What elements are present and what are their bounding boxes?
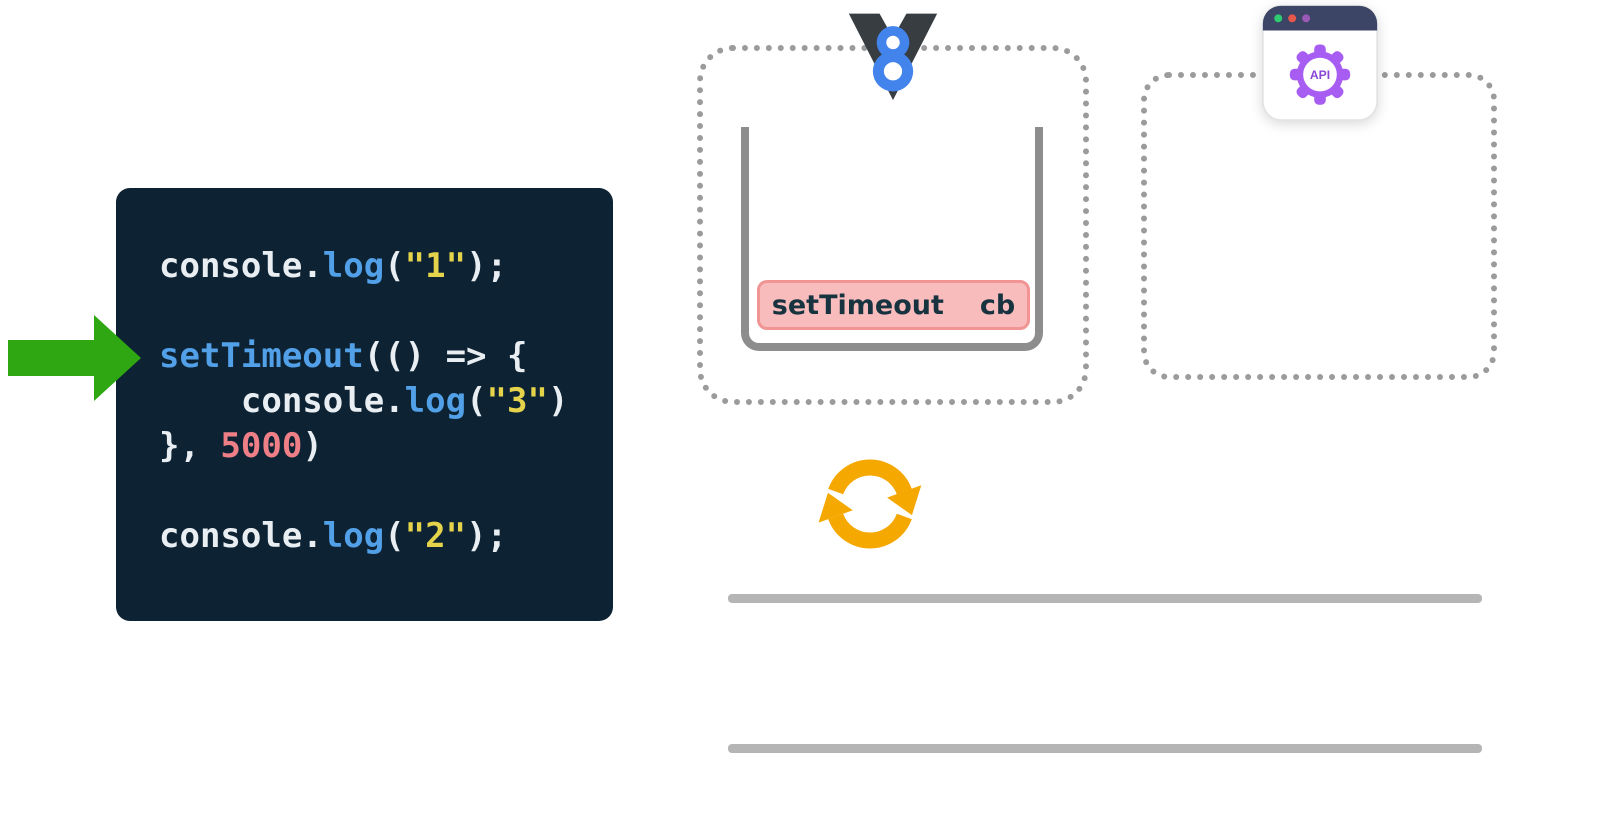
code-token: log (322, 516, 385, 556)
code-token: ( (384, 246, 405, 286)
current-line-arrow-icon (8, 315, 141, 401)
code-line: console.log("3") (159, 379, 597, 424)
window-dot-purple (1302, 14, 1311, 23)
code-token: "1" (404, 246, 467, 286)
window-dot-green (1274, 14, 1283, 23)
code-token: ); (466, 246, 508, 286)
code-token: }, (159, 426, 221, 466)
code-token: console. (159, 381, 405, 421)
code-token: setTimeout (159, 336, 364, 376)
call-stack-container (741, 127, 1043, 351)
code-token: ) (547, 381, 569, 421)
code-line (159, 289, 597, 334)
code-line (159, 469, 597, 514)
stack-frame-function-label: setTimeout (771, 289, 944, 321)
code-lines: console.log("1"); setTimeout(() => { con… (159, 244, 597, 559)
api-label: API (1310, 68, 1330, 82)
code-line: setTimeout(() => { (159, 334, 597, 379)
code-token: console. (159, 516, 323, 556)
code-line: console.log("2"); (159, 514, 597, 559)
code-line: }, 5000) (159, 424, 597, 469)
code-line: console.log("1"); (159, 244, 597, 289)
code-token: ) (302, 426, 323, 466)
stack-frame: setTimeout cb (757, 280, 1030, 330)
api-gear-icon: API (1289, 44, 1351, 105)
v8-logo-icon (848, 13, 938, 101)
code-token: console. (159, 246, 323, 286)
code-token: ); (466, 516, 508, 556)
code-token: ( (384, 516, 405, 556)
code-token: "3" (486, 381, 548, 421)
code-token: ( (466, 381, 487, 421)
code-block: console.log("1"); setTimeout(() => { con… (116, 188, 613, 621)
stack-frame-callback-label: cb (979, 289, 1016, 321)
callback-queue-line-top (728, 594, 1482, 603)
callback-queue-line-bottom (728, 744, 1482, 753)
window-dot-red (1288, 14, 1297, 23)
event-loop-icon (818, 459, 922, 549)
code-token: "2" (404, 516, 467, 556)
code-token: log (322, 246, 385, 286)
code-token: (() => { (363, 336, 528, 376)
code-token: 5000 (220, 426, 303, 466)
web-api-icon: API (1262, 5, 1378, 121)
code-token: log (404, 381, 467, 421)
